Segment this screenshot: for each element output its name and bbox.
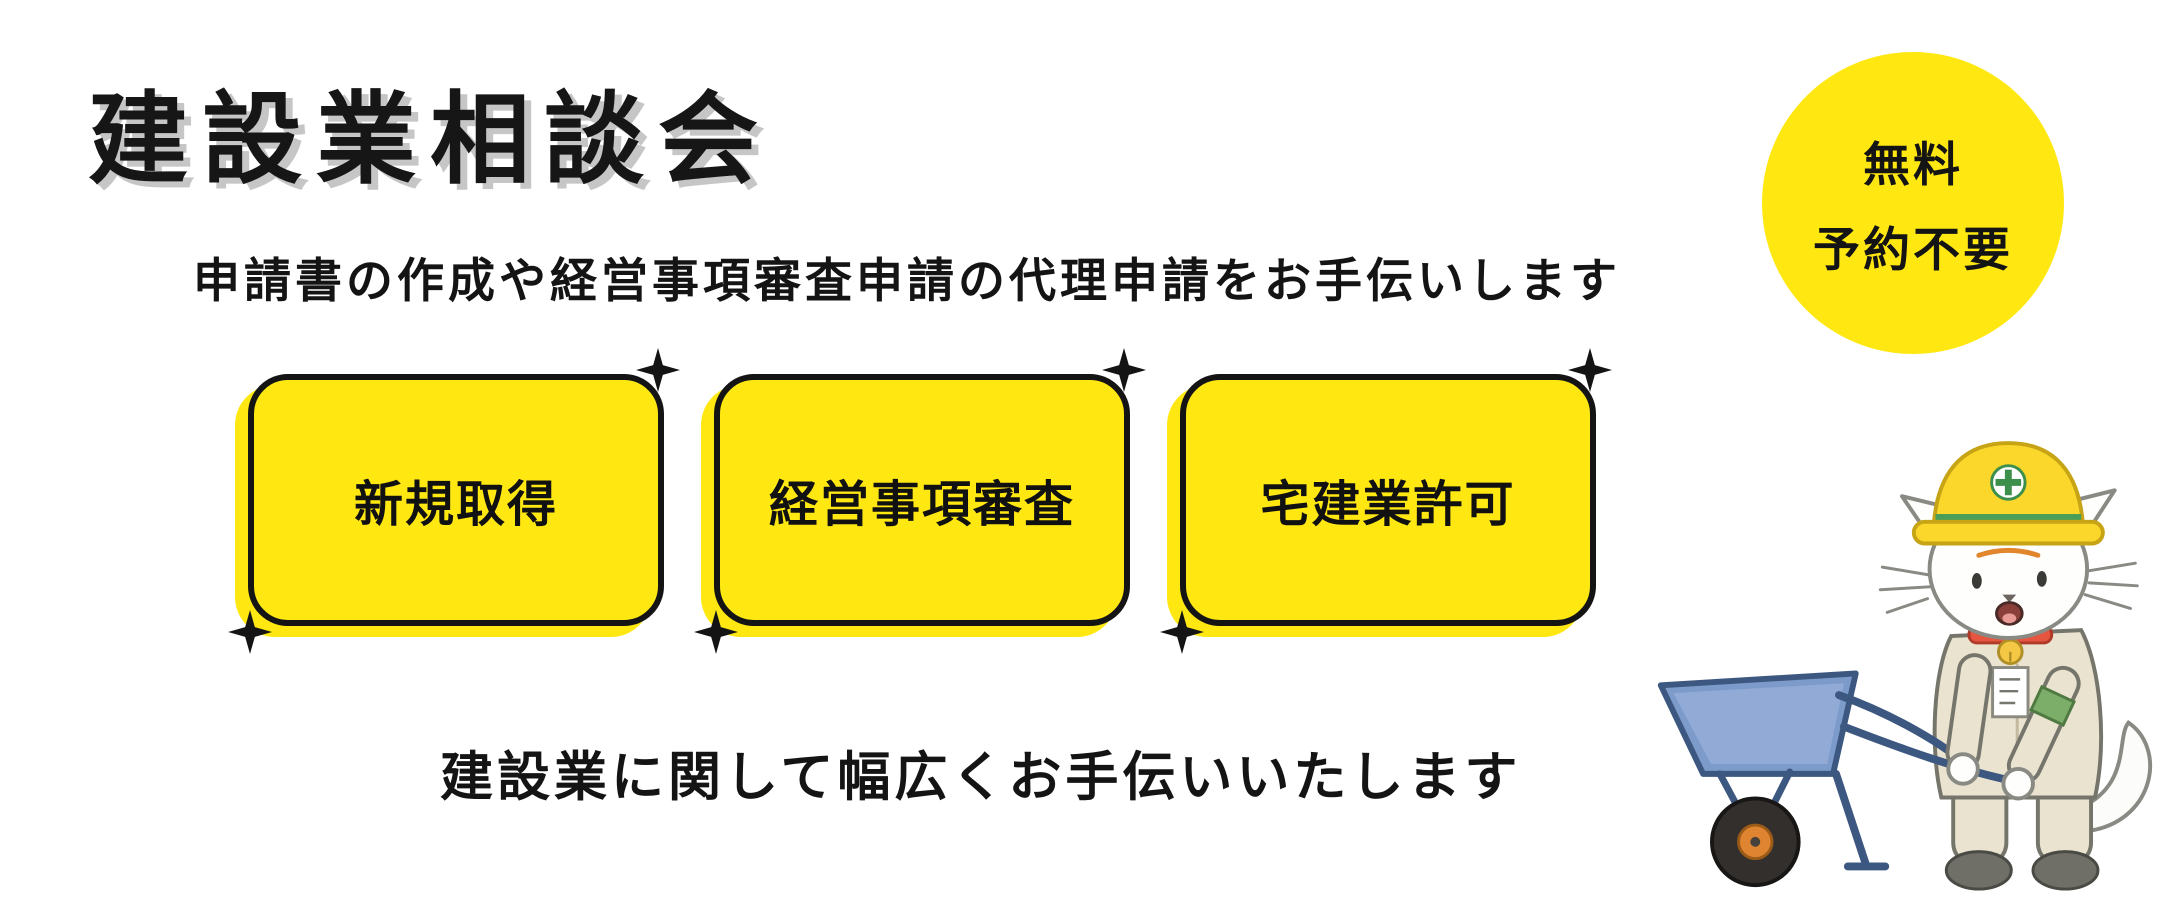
footer-text: 建設業に関して幅広くお手伝いいたします: [440, 747, 1522, 808]
free-no-reservation-badge: 無料 予約不要: [1762, 52, 2064, 354]
topic-card: 経営事項審査: [694, 348, 1146, 654]
page-title: 建設業相談会: [88, 81, 772, 198]
safety-helmet-icon: [1911, 441, 2105, 546]
topic-card: 新規取得: [228, 348, 680, 654]
green-armband: [2029, 684, 2076, 727]
badge-line1: 無料: [1863, 138, 1963, 193]
topic-card: 宅建業許可: [1160, 348, 1612, 654]
wheelbarrow: [1657, 670, 1890, 888]
card-label-takken-license: 宅建業許可: [1180, 374, 1596, 626]
card-label-new-license: 新規取得: [248, 374, 664, 626]
badge-line2: 予約不要: [1813, 223, 2013, 278]
topic-cards: 新規取得 経営事項審査 宅建業許可: [228, 348, 1612, 654]
cat-arms: [1945, 653, 2081, 801]
name-tag: [1991, 666, 2030, 719]
subtitle-text: 申請書の作成や経営事項審査申請の代理申請をお手伝いします: [193, 254, 1621, 309]
card-label-keiei-jiko-shinsa: 経営事項審査: [714, 374, 1130, 626]
cat-construction-worker-illustration: [1657, 441, 2152, 891]
